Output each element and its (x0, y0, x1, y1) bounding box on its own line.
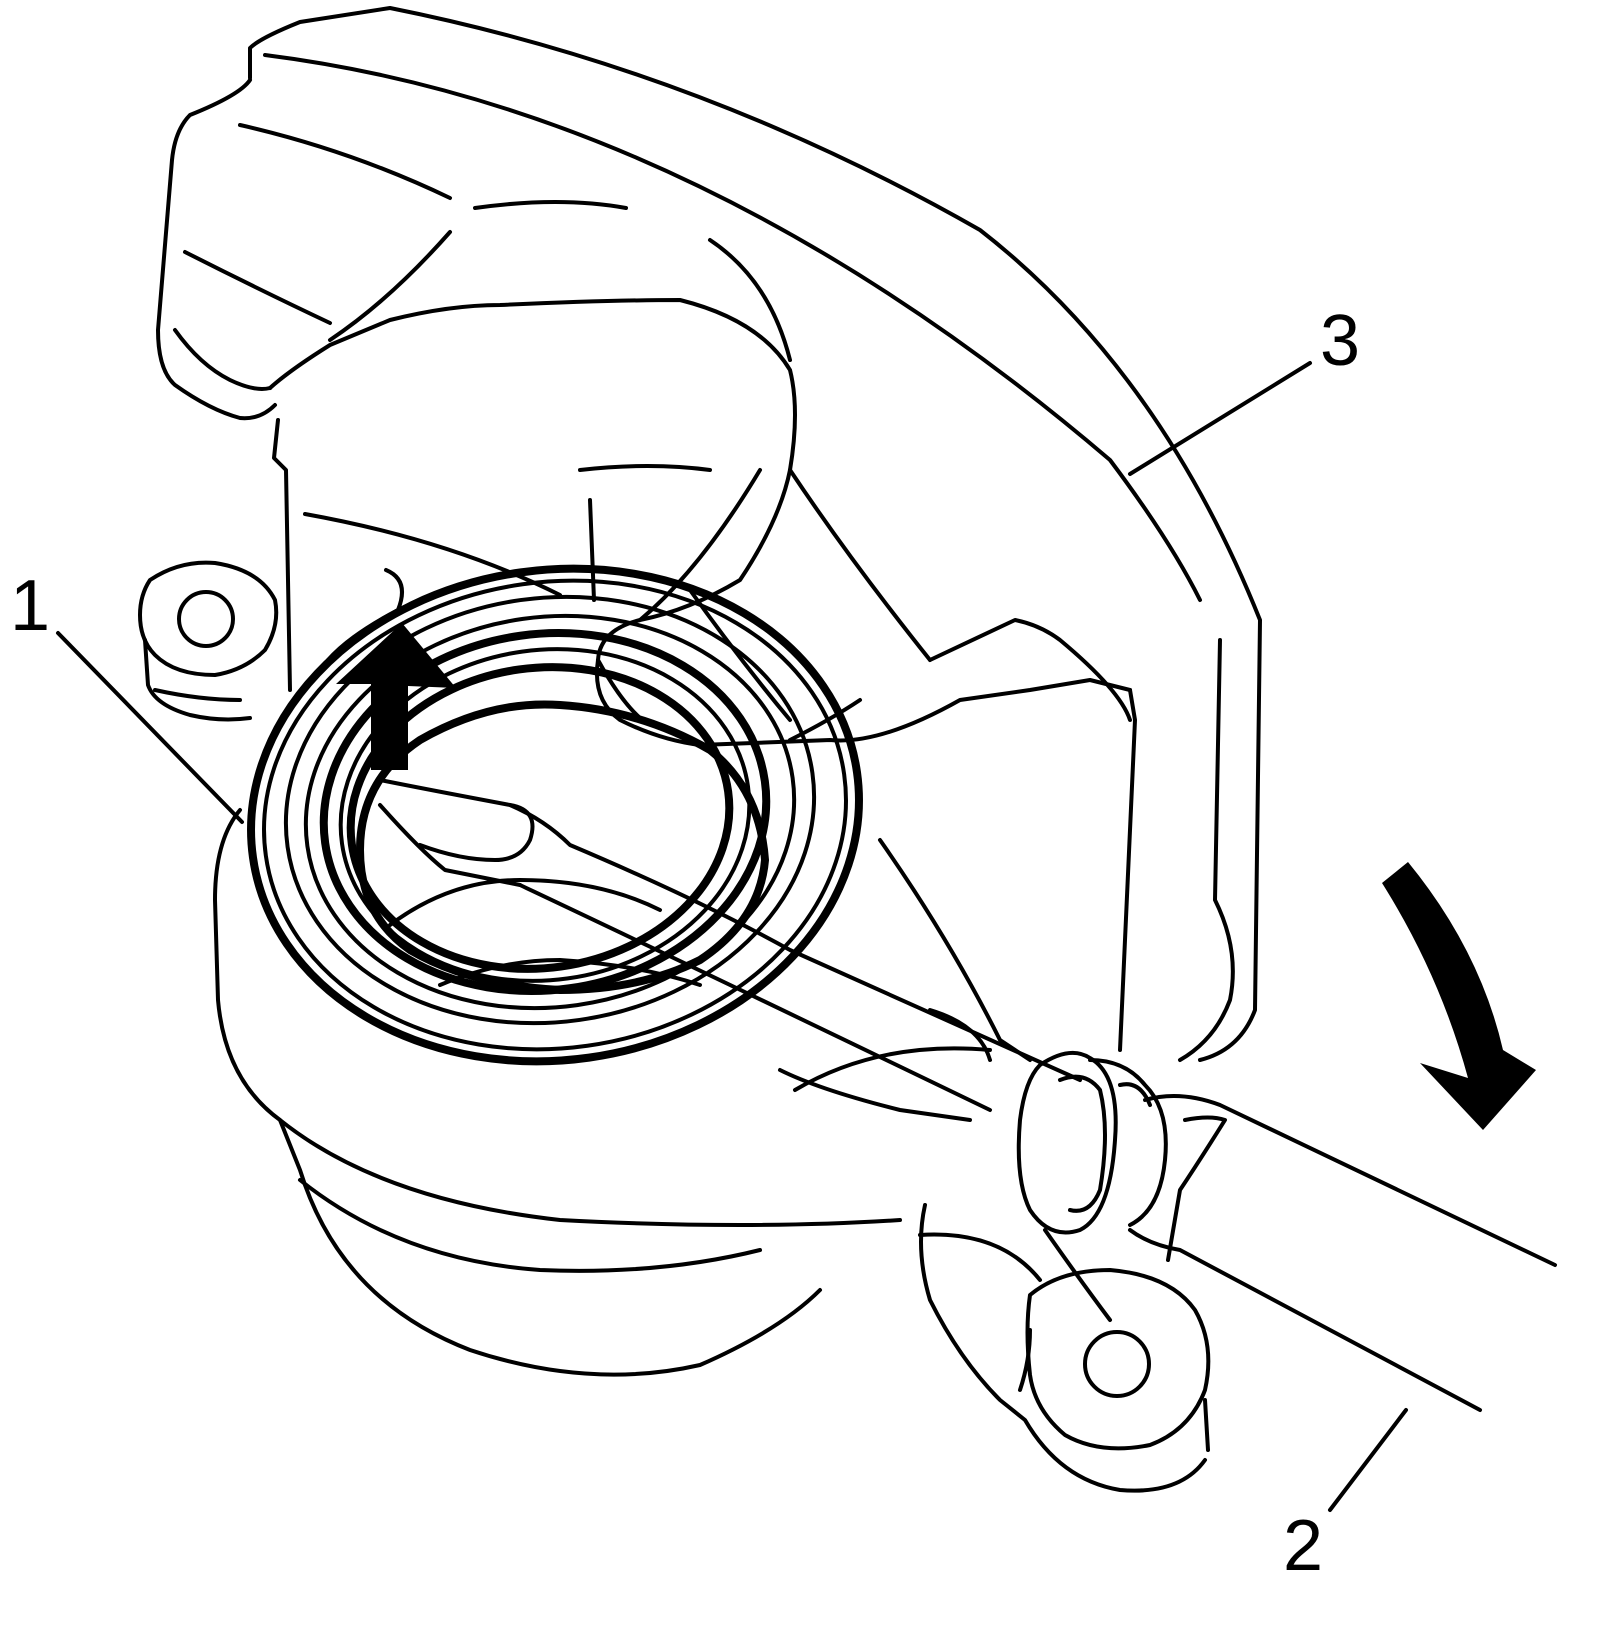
rotation-arrow-indicator (1382, 862, 1536, 1130)
upward-arrow-indicator (336, 623, 456, 770)
callout-leaders (56, 361, 1408, 1512)
callout-label-3: 3 (1320, 301, 1361, 381)
leader-line-3 (1128, 361, 1312, 476)
callout-label-2: 2 (1283, 1506, 1324, 1586)
tool-wrench (378, 778, 1557, 1412)
piston-bore-rings (247, 564, 863, 1066)
callout-label-1: 1 (10, 566, 51, 646)
caliper-lower-housing (138, 560, 1211, 1493)
leader-line-1 (56, 631, 244, 824)
caliper-body (156, 6, 1262, 1062)
leader-line-2 (1328, 1408, 1408, 1512)
